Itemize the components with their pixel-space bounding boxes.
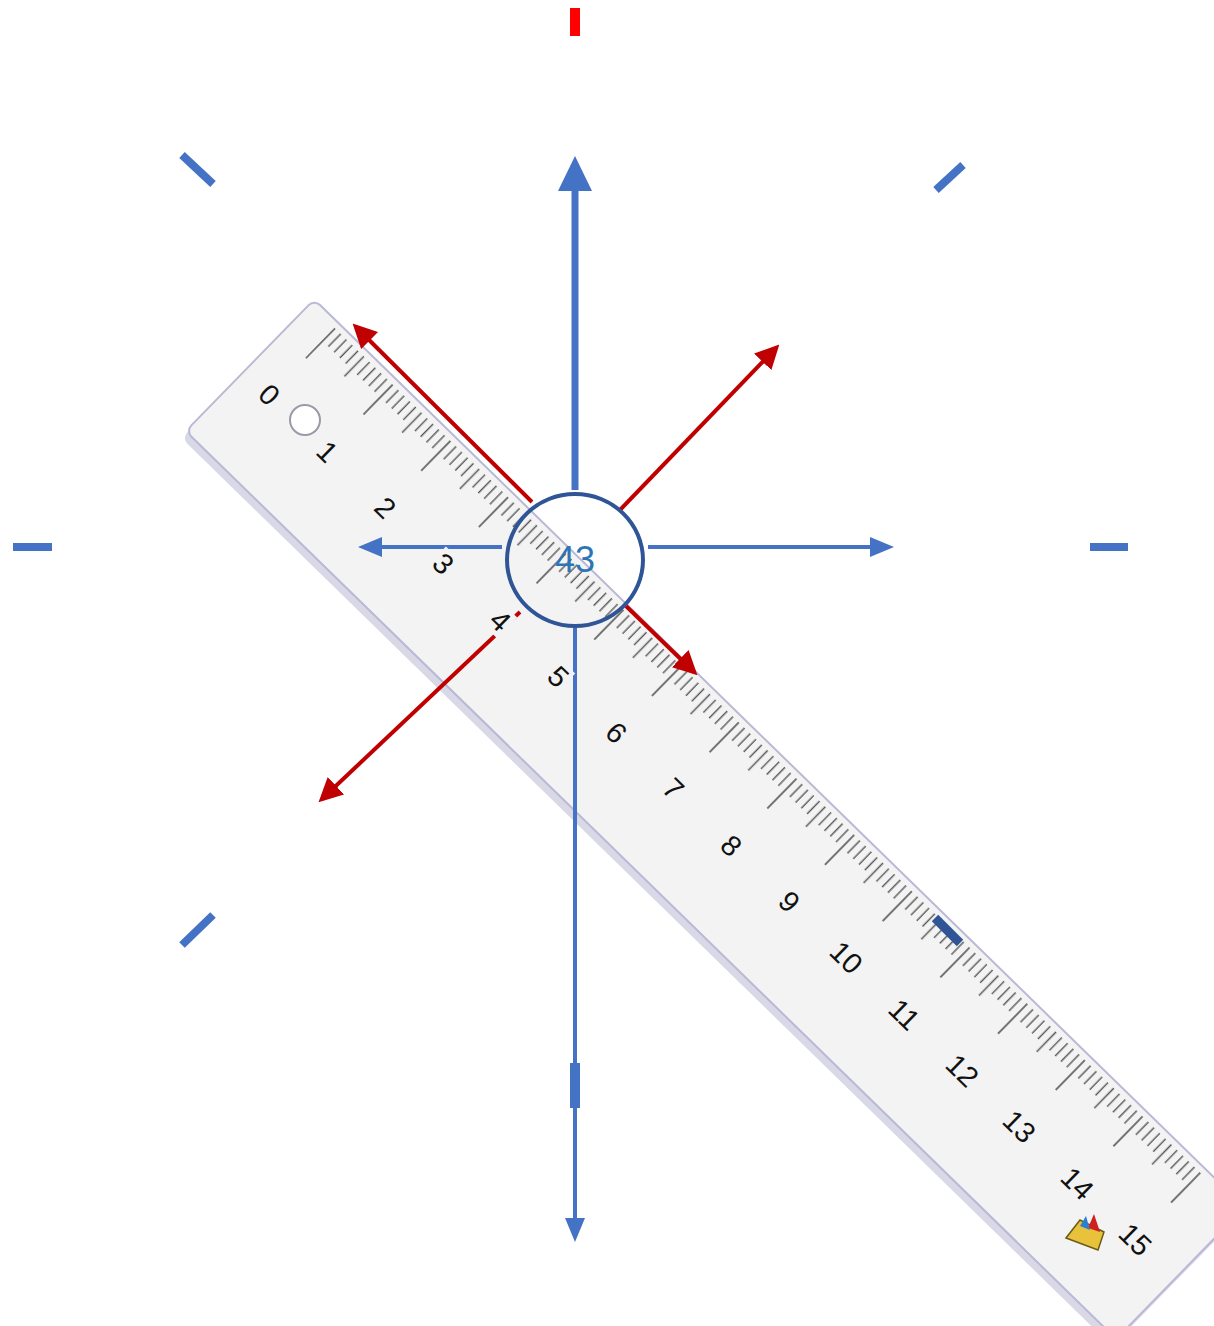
ruler-number: 7 xyxy=(656,772,691,807)
ruler-body xyxy=(186,299,1214,1326)
red-arrows xyxy=(322,327,776,799)
ruler-number: 13 xyxy=(996,1104,1042,1150)
ruler-number: 3 xyxy=(425,547,460,582)
ruler-number: 4 xyxy=(483,603,518,638)
ruler xyxy=(180,299,1214,1326)
ruler-number: 1 xyxy=(310,434,345,469)
ruler-number: 6 xyxy=(598,716,633,751)
ruler-number: 2 xyxy=(368,491,403,526)
ruler-ticks xyxy=(304,327,1202,1205)
ruler-hole xyxy=(284,399,326,441)
ruler-number: 15 xyxy=(1112,1217,1158,1263)
ruler-number: 8 xyxy=(714,828,749,863)
ruler-number: 14 xyxy=(1054,1160,1100,1206)
ruler-number: 10 xyxy=(823,935,869,981)
ruler-number: 5 xyxy=(541,659,576,694)
ruler-logo xyxy=(1066,1214,1104,1250)
ruler-number: 11 xyxy=(882,992,927,1037)
ruler-number: 0 xyxy=(252,378,287,413)
value-circle: 43 xyxy=(505,492,645,628)
node-value: 43 xyxy=(555,542,595,578)
ruler-marker xyxy=(935,918,960,943)
ruler-number: 12 xyxy=(939,1048,985,1094)
direction-dashes xyxy=(13,8,1128,945)
blue-arrows xyxy=(358,156,894,1242)
ruler-number: 9 xyxy=(771,885,806,920)
